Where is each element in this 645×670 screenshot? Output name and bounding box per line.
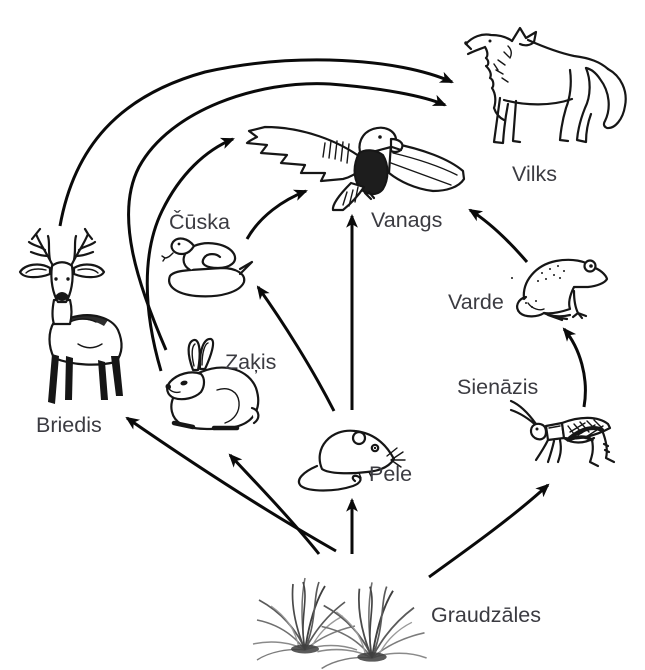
grass-figure [252,577,428,670]
arrow-graudzales-to-zakis [228,453,321,555]
label-zakis: Zaķis [225,350,276,374]
arrow-graudzales-to-sienazis [428,483,550,579]
wolf-figure [464,26,627,145]
label-briedis: Briedis [36,413,102,437]
arrow-sienazis-to-varde [562,327,587,408]
arrow-varde-to-vanags [468,208,529,263]
arrow-zakis-to-vanags [145,137,235,372]
arrow-pele-to-cuska [256,285,336,412]
arrow-briedis-to-vilks [58,58,454,227]
arrow-graudzales-to-briedis [125,416,337,553]
deer-figure [18,227,123,404]
hawk-figure [245,125,466,212]
label-graudzales: Graudzāles [431,603,541,627]
label-cuska: Čūska [169,209,230,234]
snake-figure [161,237,254,298]
label-varde: Varde [448,290,504,314]
hare-figure [165,337,260,431]
arrow-cuska-to-vanags [245,189,308,240]
label-pele: Pele [369,462,412,486]
arrow-zakis-to-vilks [127,82,447,351]
frog-figure [511,258,609,322]
grasshopper-figure [509,399,616,468]
label-sienazis: Sienāzis [457,375,538,399]
label-vanags: Vanags [371,208,442,232]
label-vilks: Vilks [512,162,557,186]
mouse-figure [297,429,406,492]
